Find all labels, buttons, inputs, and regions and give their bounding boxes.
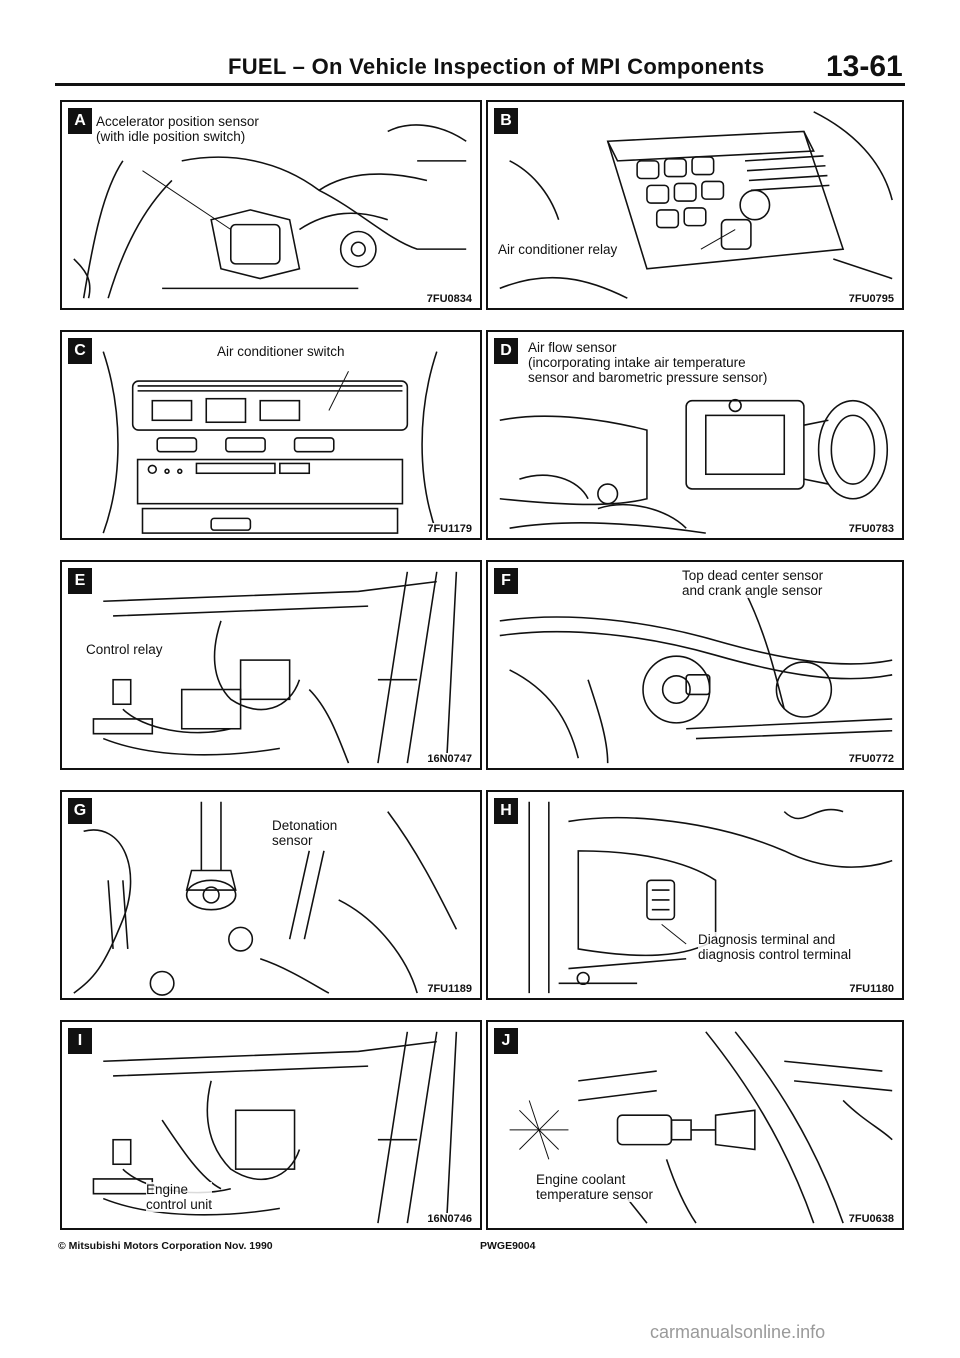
figure-code: 7FU1180	[847, 983, 896, 995]
figure-code: 7FU0638	[846, 1213, 896, 1225]
illustration-air-flow-sensor	[499, 398, 889, 534]
panel-b-air-conditioner-relay: B Air conditioner relay 7FU0795	[486, 100, 904, 310]
panel-j-engine-coolant-temperature-sensor: J Engine coolant temperature sensor 7FU0…	[486, 1020, 904, 1230]
panel-letter: E	[68, 568, 92, 594]
panel-caption: Accelerator position sensor (with idle p…	[96, 114, 259, 144]
figure-code: 16N0746	[425, 1213, 474, 1225]
panel-a-accelerator-position-sensor: A Accelerator position sensor (with idle…	[60, 100, 482, 310]
illustration-accelerator-sensor	[73, 124, 467, 299]
page-number: 13-61	[826, 50, 903, 83]
page-title: FUEL – On Vehicle Inspection of MPI Comp…	[228, 54, 765, 79]
watermark: carmanualsonline.info	[650, 1322, 826, 1342]
figure-code: 7FU0783	[846, 523, 896, 535]
figure-code: 7FU1179	[425, 523, 474, 535]
panel-caption: Engine control unit	[146, 1182, 213, 1212]
panel-caption: Control relay	[86, 642, 163, 657]
panel-letter: B	[494, 108, 518, 134]
illustration-crank-sensor	[499, 591, 893, 764]
panel-letter: J	[494, 1028, 518, 1054]
illustration-coolant-sensor	[509, 1031, 893, 1224]
panel-d-air-flow-sensor: D Air flow sensor (incorporating intake …	[486, 330, 904, 540]
page-header: FUEL – On Vehicle Inspection of MPI Comp…	[0, 0, 960, 95]
illustration-detonation-sensor	[73, 801, 458, 996]
panel-e-control-relay: E Control relay 16N0747	[60, 560, 482, 770]
illustration-engine-control-unit	[92, 1031, 458, 1224]
illustration-relay-box	[499, 111, 893, 299]
panel-caption: Air conditioner switch	[217, 344, 345, 359]
panel-letter: A	[68, 108, 92, 134]
figure-code: 7FU0834	[424, 293, 474, 305]
panel-caption: Top dead center sensor and crank angle s…	[682, 568, 824, 598]
panel-letter: C	[68, 338, 92, 364]
illustration-control-relay	[92, 571, 458, 764]
panel-caption: Diagnosis terminal and diagnosis control…	[698, 932, 852, 962]
panel-i-engine-control-unit: I Engine control unit 16N0746	[60, 1020, 482, 1230]
figure-code: 7FU1189	[425, 983, 474, 995]
panel-letter: F	[494, 568, 518, 594]
panel-letter: I	[68, 1028, 92, 1054]
figure-code: 7FU0772	[846, 753, 896, 765]
panel-letter: G	[68, 798, 92, 824]
illustration-dashboard-switch	[102, 351, 438, 534]
panel-caption: Detonation sensor	[272, 818, 338, 848]
panel-f-tdc-and-crank-angle-sensor: F Top dead center sensor and crank angle…	[486, 560, 904, 770]
panel-c-air-conditioner-switch: C Air conditioner switch 7FU1179	[60, 330, 482, 540]
panel-h-diagnosis-terminal: H Diagnosis terminal and diagnosis contr…	[486, 790, 904, 1000]
panel-caption: Air conditioner relay	[498, 242, 618, 257]
header-rule	[55, 83, 905, 86]
figure-code: 16N0747	[425, 753, 474, 765]
document-code: PWGE9004	[480, 1240, 536, 1252]
illustration-diagnosis-terminal	[528, 801, 893, 994]
panel-g-detonation-sensor: G Detonation sensor 7FU1189	[60, 790, 482, 1000]
copyright-footer: © Mitsubishi Motors Corporation Nov. 199…	[58, 1240, 273, 1252]
panel-caption: Air flow sensor (incorporating intake ai…	[528, 340, 768, 385]
panel-caption: Engine coolant temperature sensor	[536, 1172, 654, 1202]
panel-letter: D	[494, 338, 518, 364]
panel-letter: H	[494, 798, 518, 824]
figure-code: 7FU0795	[846, 293, 896, 305]
